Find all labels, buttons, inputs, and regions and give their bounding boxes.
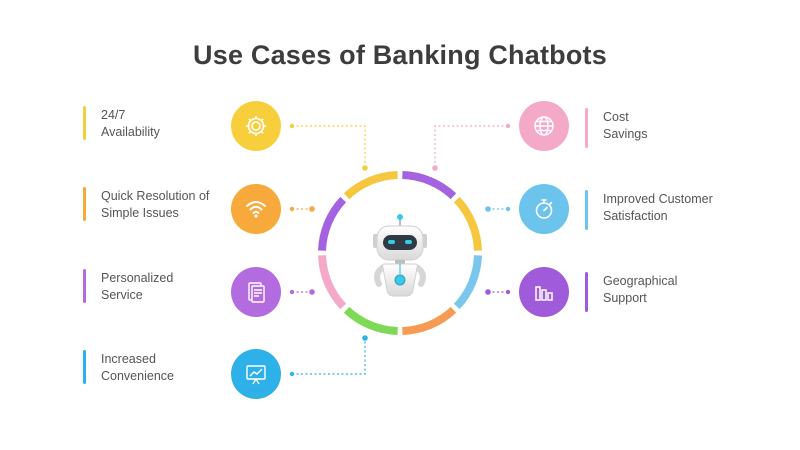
label-line-1: Geographical	[603, 274, 677, 288]
bar-chart-icon	[531, 279, 557, 305]
geographical-support-circle	[519, 267, 569, 317]
accent-bar	[83, 187, 86, 221]
cost-savings-circle	[519, 101, 569, 151]
accent-bar	[585, 272, 588, 312]
wifi-icon	[243, 196, 269, 222]
availability-circle	[231, 101, 281, 151]
document-icon	[243, 279, 269, 305]
ring-segment	[457, 255, 478, 306]
ring-segment	[322, 255, 343, 306]
gear-icon	[243, 113, 269, 139]
chatbot-robot-icon	[360, 212, 440, 302]
accent-bar	[83, 350, 86, 384]
label-line-2: Availability	[101, 125, 160, 139]
accent-bar	[83, 269, 86, 303]
stopwatch-icon	[531, 196, 557, 222]
label-line-2: Convenience	[101, 369, 174, 383]
label-line-1: 24/7	[101, 108, 125, 122]
presentation-chart-icon	[243, 361, 269, 387]
accent-bar	[585, 108, 588, 148]
ring-segment	[347, 175, 398, 196]
ring-segment	[402, 175, 453, 196]
accent-bar	[83, 106, 86, 140]
ring-segment	[347, 310, 398, 331]
ring-segment	[322, 200, 343, 251]
label-line-2: Simple Issues	[101, 206, 179, 220]
label-line-1: Quick Resolution of	[101, 189, 209, 203]
label-line-2: Support	[603, 291, 647, 305]
label-line-2: Satisfaction	[603, 209, 668, 223]
ring-segment	[402, 310, 453, 331]
label-line-1: Cost	[603, 110, 629, 124]
accent-bar	[585, 190, 588, 230]
label-line-1: Increased	[101, 352, 156, 366]
label-line-1: Personalized	[101, 271, 173, 285]
personalized-service-circle	[231, 267, 281, 317]
globe-icon	[531, 113, 557, 139]
ring-segment	[457, 200, 478, 251]
quick-resolution-circle	[231, 184, 281, 234]
label-line-1: Improved Customer	[603, 192, 713, 206]
satisfaction-circle	[519, 184, 569, 234]
increased-convenience-circle	[231, 349, 281, 399]
label-line-2: Service	[101, 288, 143, 302]
label-line-2: Savings	[603, 127, 647, 141]
